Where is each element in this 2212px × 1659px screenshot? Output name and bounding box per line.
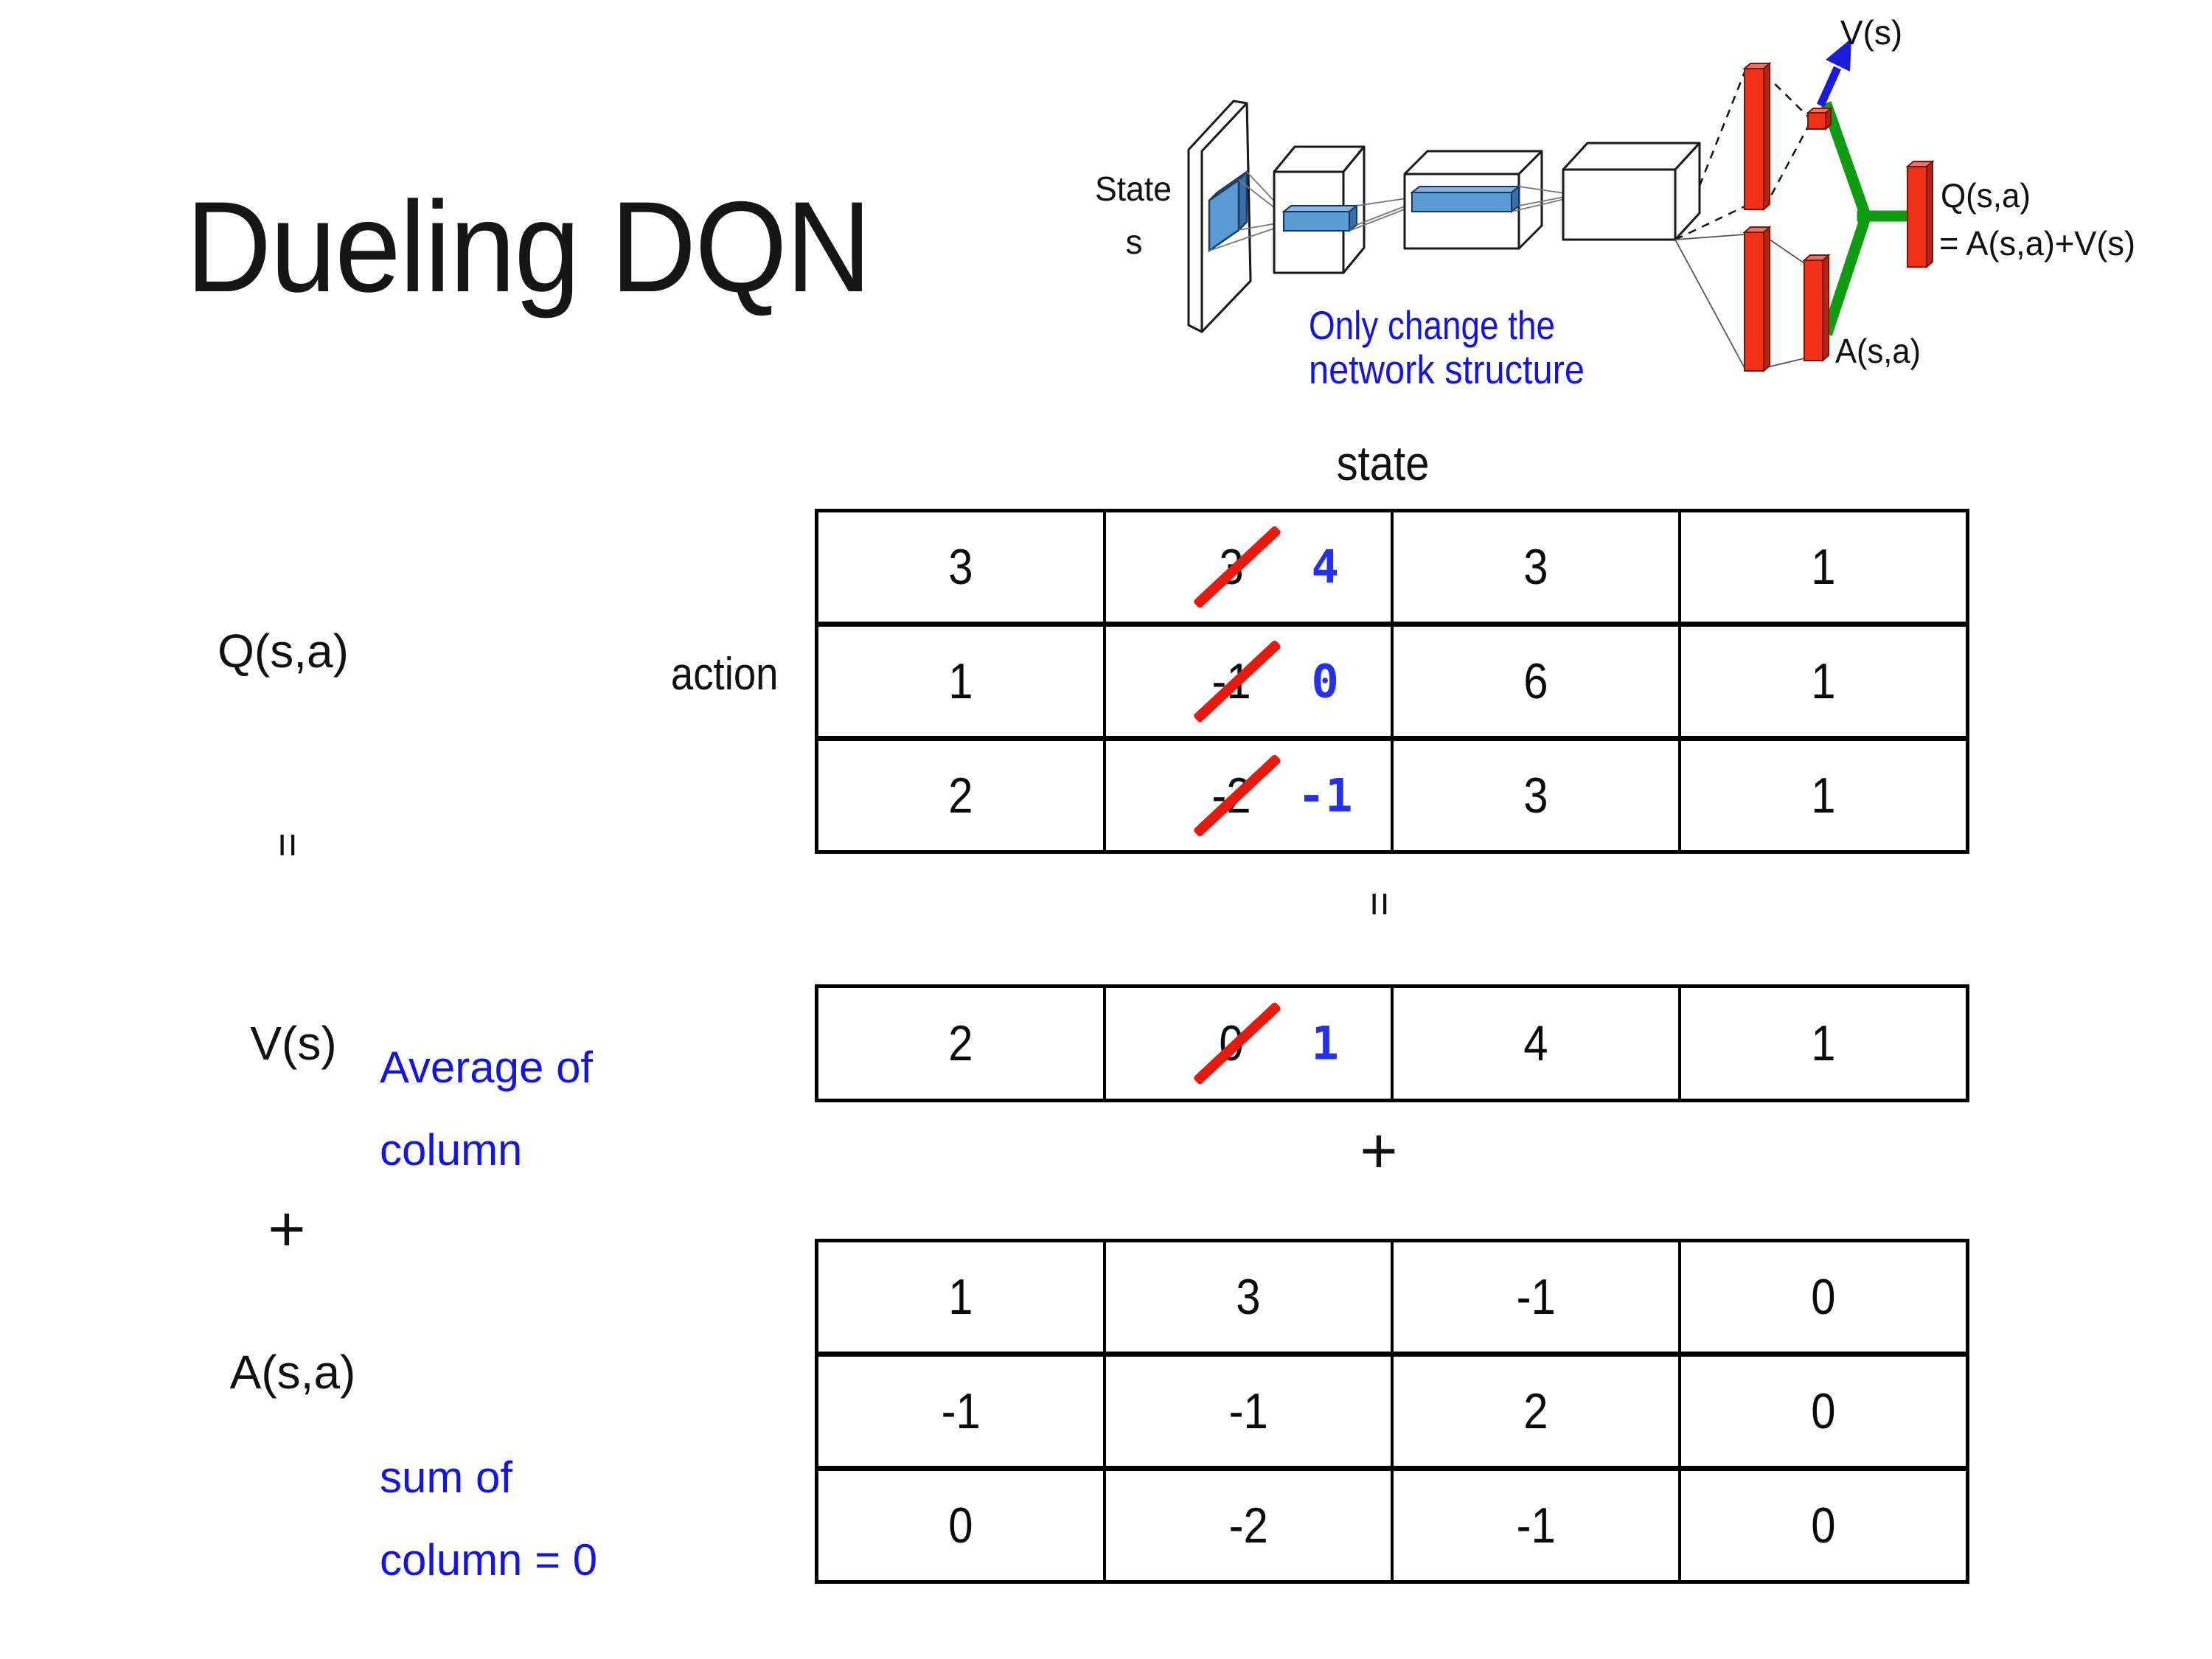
table-cell: 2	[1391, 1357, 1678, 1466]
table-cell: 1	[948, 653, 973, 709]
label-state-axis: state	[1337, 436, 1430, 490]
diagram-q-label-line2: = A(s,a)+V(s)	[1939, 224, 2135, 262]
plus-middle-icon: +	[1360, 1114, 1398, 1187]
table-cell: 1	[1678, 512, 1966, 622]
diagram-state-label-line2: s	[1126, 223, 1143, 261]
note-average-line2: column	[380, 1125, 523, 1175]
table-cell-crossed: -2 -1	[1103, 741, 1391, 850]
table-cell: -1	[941, 1383, 981, 1439]
diagram-note-line1: Only change the	[1309, 302, 1555, 348]
table-cell: -2	[1103, 1471, 1391, 1580]
value-stream-dashed-links	[1674, 72, 1809, 241]
label-v: V(s)	[250, 1017, 337, 1070]
note-sum-line2: column = 0	[380, 1535, 598, 1585]
table-cell: 2	[948, 768, 973, 824]
equals-left-icon: =	[263, 832, 312, 858]
table-row: 2 0 1 4 1	[818, 988, 1966, 1099]
table-row: -1 -1 2 0	[818, 1352, 1966, 1466]
note-average-line1: Average of	[380, 1043, 594, 1092]
table-cell: 3	[1391, 512, 1678, 622]
value-arrow-icon	[1816, 38, 1851, 108]
table-cell: -1	[1103, 1357, 1391, 1466]
table-cell: -1	[1391, 1242, 1678, 1352]
diagram-note-line2: network structure	[1309, 347, 1585, 392]
diagram-q-label-line1: Q(s,a)	[1941, 176, 2031, 215]
table-cell: 4	[1391, 988, 1678, 1099]
table-row: 2 -2 -1 3 1	[818, 736, 1966, 850]
table-cell-crossed: 3 4	[1103, 512, 1391, 622]
table-cell: 3	[1391, 741, 1678, 850]
table-row: 3 3 4 3 1	[818, 512, 1966, 622]
value-fc-bar	[1742, 61, 1772, 212]
slab2-projection-lines	[1511, 186, 1565, 212]
table-cell: -1	[1391, 1471, 1678, 1580]
equals-middle-icon: =	[1355, 891, 1404, 917]
q-output-bar	[1905, 159, 1935, 269]
note-sum-line1: sum of	[380, 1453, 513, 1502]
conv-filter-patch	[1208, 169, 1248, 253]
q-table: 3 3 4 3 1 1 -1 0 6 1 2 -2 -1	[815, 509, 1969, 854]
label-a: A(s,a)	[229, 1346, 356, 1399]
table-cell: 1	[1678, 627, 1966, 736]
diagram-state-label-line1: State	[1095, 170, 1172, 208]
note-average-of-column: Average of column	[380, 1026, 593, 1192]
label-action-axis: action	[670, 649, 779, 700]
table-cell: 3	[1103, 1242, 1391, 1352]
combine-links-green	[1820, 101, 1916, 336]
table-cell-crossed: 0 1	[1103, 988, 1391, 1099]
table-row: 1 3 -1 0	[818, 1242, 1966, 1352]
dueling-network-diagram: State s V(s) Q(s,a) = A(s,a)+V(s) A(s,a)…	[1095, 13, 2135, 392]
page-title: Dueling DQN	[186, 175, 872, 319]
table-cell: 6	[1391, 627, 1678, 736]
table-cell: 3	[948, 539, 973, 595]
table-cell: 0	[1678, 1471, 1966, 1580]
note-sum-of-column: sum of column = 0	[380, 1436, 597, 1601]
feature-slab-2	[1410, 184, 1521, 214]
feature-slab-1	[1281, 204, 1359, 233]
table-cell-crossed: -1 0	[1103, 627, 1391, 736]
diagram-a-label: A(s,a)	[1835, 332, 1921, 370]
slab1-projection-lines	[1349, 197, 1413, 232]
table-cell: 0	[948, 1498, 973, 1554]
v-scalar-box	[1806, 106, 1833, 131]
advantage-stream-links	[1674, 234, 1805, 369]
table-row: 0 -2 -1 0	[818, 1466, 1966, 1580]
a-table: 1 3 -1 0 -1 -1 2 0 0 -2 -1 0	[815, 1239, 1969, 1584]
table-cell: 0	[1678, 1357, 1966, 1466]
table-cell: 1	[1678, 988, 1966, 1099]
v-table: 2 0 1 4 1	[815, 984, 1969, 1102]
table-cell: 2	[948, 1015, 973, 1071]
table-cell: 0	[1678, 1242, 1966, 1352]
diagram-v-label: V(s)	[1840, 13, 1902, 52]
plus-left-icon: +	[268, 1192, 306, 1265]
label-q: Q(s,a)	[218, 625, 349, 678]
table-cell: 1	[948, 1269, 973, 1325]
table-cell: 1	[1678, 741, 1966, 850]
table-row: 1 -1 0 6 1	[818, 622, 1966, 736]
advantage-vector-bar	[1802, 253, 1831, 363]
fc-box	[1562, 142, 1701, 241]
advantage-fc-bar	[1742, 225, 1772, 373]
